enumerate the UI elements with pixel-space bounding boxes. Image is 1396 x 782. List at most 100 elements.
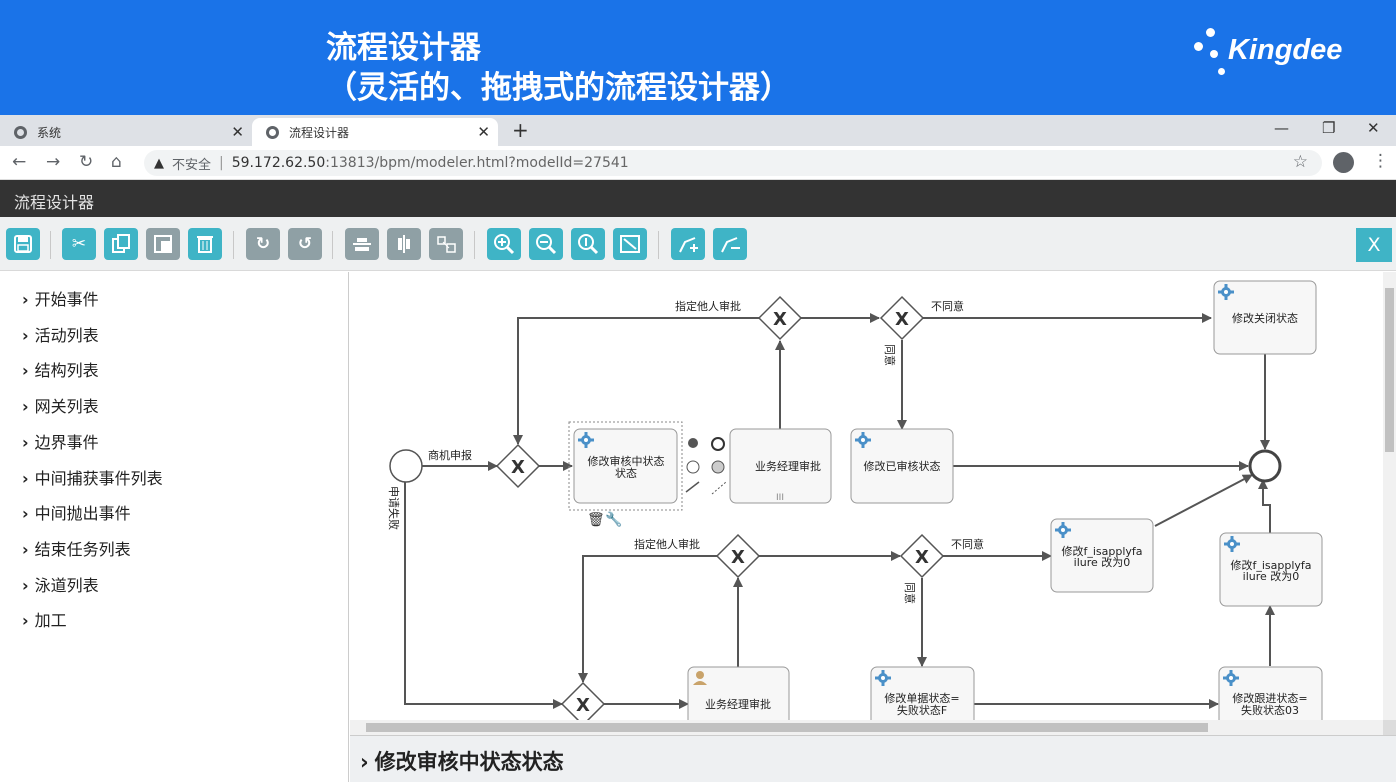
svg-text:X: X [895, 309, 909, 330]
undo-icon[interactable]: ↺ [288, 228, 322, 260]
add-bendpoint-icon[interactable] [671, 228, 705, 260]
trash-icon[interactable]: 🗑 [587, 512, 605, 528]
zoom-actual-icon[interactable] [571, 228, 605, 260]
task-modify-audited[interactable]: 修改已审核状态 [850, 428, 954, 504]
security-label: 不安全 [172, 157, 212, 173]
align-vertical-icon[interactable] [387, 228, 421, 260]
palette-label: 泳道列表 [34, 576, 99, 595]
palette-boundary-events[interactable]: ›边界事件 [22, 433, 99, 452]
svg-text:修改跟进状态=: 修改跟进状态= [1232, 691, 1307, 705]
svg-text:X: X [915, 547, 929, 568]
new-tab-button[interactable]: + [512, 118, 529, 142]
svg-text:X: X [576, 695, 590, 716]
flow-applyfailure2-to-end[interactable] [1258, 479, 1271, 534]
same-size-icon[interactable] [429, 228, 463, 260]
close-window-button[interactable]: ✕ [1367, 119, 1380, 137]
task-modify-applyfailure-2[interactable]: 修改f_isapplyfa ilure 改为0 [1219, 532, 1323, 607]
flow-assign-other-bottom[interactable] [578, 555, 717, 683]
palette-activities[interactable]: ›活动列表 [22, 326, 99, 345]
tab-label: 系统 [37, 125, 62, 140]
remove-bendpoint-icon[interactable] [713, 228, 747, 260]
properties-panel: ›修改审核中状态状态 [350, 735, 1396, 782]
profile-avatar-icon[interactable] [1333, 152, 1354, 173]
start-event[interactable] [389, 449, 423, 483]
task-modify-applyfailure-1[interactable]: 修改f_isapplyfa ilure 改为0 [1050, 518, 1154, 593]
end-event[interactable] [1248, 449, 1282, 483]
save-icon[interactable] [6, 228, 40, 260]
browser-menu-icon[interactable]: ⋮ [1372, 151, 1389, 171]
flow-assign-other-top[interactable] [513, 317, 759, 445]
delete-icon[interactable] [188, 228, 222, 260]
palette-sidebar: ›开始事件 ›活动列表 ›结构列表 ›网关列表 ›边界事件 ›中间捕获事件列表 … [0, 272, 349, 782]
back-arrow-icon[interactable]: ← [12, 152, 27, 172]
gateway-bottom-1[interactable]: X [715, 533, 761, 579]
gateway-bottom-2[interactable]: X [899, 533, 945, 579]
label-disagree-bottom: 不同意 [951, 537, 984, 551]
palette-label: 结束任务列表 [34, 540, 131, 559]
properties-title[interactable]: ›修改审核中状态状态 [360, 750, 564, 774]
url-host: 59.172.62.50 [231, 155, 326, 171]
close-tab-icon[interactable]: ✕ [477, 123, 490, 141]
task-business-manager-approve-bottom[interactable]: 业务经理审批 [687, 666, 790, 720]
svg-text:X: X [731, 547, 745, 568]
kingdee-logo: Kingdee [1192, 28, 1352, 80]
palette-label: 活动列表 [34, 326, 99, 345]
home-icon[interactable]: ⌂ [111, 152, 122, 172]
gateway-bottom-left[interactable]: X [560, 681, 606, 720]
tab-process-designer[interactable]: 流程设计器 ✕ [252, 118, 498, 146]
task-modify-closed[interactable]: 修改关闭状态 [1213, 280, 1317, 355]
selection-box [568, 421, 683, 511]
close-tab-icon[interactable]: ✕ [231, 123, 244, 141]
maximize-button[interactable]: ❐ [1322, 119, 1336, 137]
gateway-top-1[interactable]: X [757, 295, 803, 341]
reload-icon[interactable]: ↻ [79, 152, 94, 172]
zoom-out-icon[interactable] [529, 228, 563, 260]
forward-arrow-icon[interactable]: → [46, 152, 61, 172]
wrench-icon[interactable]: 🔧 [605, 510, 622, 528]
palette-label: 开始事件 [34, 290, 99, 309]
task-modify-audit-status[interactable]: 修改审核中状态 状态 [573, 428, 678, 504]
paste-icon[interactable] [146, 228, 180, 260]
palette-label: 边界事件 [34, 433, 99, 452]
svg-text:修改单据状态=: 修改单据状态= [884, 691, 959, 705]
presentation-banner: 流程设计器 （灵活的、拖拽式的流程设计器） Kingdee [0, 0, 1396, 115]
palette-intermediate-catch-events[interactable]: ›中间捕获事件列表 [22, 469, 163, 488]
gateway-top-2[interactable]: X [879, 295, 925, 341]
zoom-in-icon[interactable] [487, 228, 521, 260]
bookmark-star-icon[interactable]: ☆ [1292, 152, 1308, 172]
flow-applyfailure1-to-end[interactable] [1154, 474, 1253, 527]
palette-label: 结构列表 [34, 361, 99, 380]
gateway-main[interactable]: X [495, 443, 541, 489]
palette-start-events[interactable]: ›开始事件 [22, 290, 99, 309]
svg-text:业务经理审批: 业务经理审批 [705, 697, 771, 711]
task-business-manager-approve-top[interactable]: 业务经理审批 III [729, 428, 832, 504]
palette-end-events[interactable]: ›结束任务列表 [22, 540, 131, 559]
url-field[interactable]: ▲ 不安全 | 59.172.62.50 :13813/bpm/modeler.… [144, 150, 1322, 176]
redo-icon[interactable]: ↻ [246, 228, 280, 260]
svg-text:状态: 状态 [615, 466, 637, 480]
svg-text:ilure 改为0: ilure 改为0 [1243, 569, 1300, 583]
label-apply-failed: 申请失败 [387, 486, 401, 530]
zoom-fit-icon[interactable] [613, 228, 647, 260]
palette-swimlanes[interactable]: ›泳道列表 [22, 576, 99, 595]
copy-icon[interactable] [104, 228, 138, 260]
task-modify-doc-status[interactable]: 修改单据状态= 失败状态F [870, 666, 975, 720]
palette-intermediate-throw-events[interactable]: ›中间抛出事件 [22, 504, 131, 523]
tab-label: 流程设计器 [289, 125, 350, 140]
canvas-vertical-scrollbar[interactable] [1383, 272, 1396, 720]
minimize-button[interactable]: — [1274, 119, 1289, 137]
align-horizontal-icon[interactable] [345, 228, 379, 260]
canvas-horizontal-scrollbar[interactable] [350, 720, 1383, 735]
warning-icon: ▲ [154, 155, 164, 171]
flow-apply-failed[interactable] [404, 482, 563, 709]
palette-processing[interactable]: ›加工 [22, 611, 67, 630]
task-modify-followup-status[interactable]: 修改跟进状态= 失败状态03 [1218, 666, 1323, 720]
svg-text:失败状态F: 失败状态F [897, 703, 947, 717]
close-designer-button[interactable]: X [1356, 228, 1392, 262]
palette-structures[interactable]: ›结构列表 [22, 361, 99, 380]
diagram-canvas[interactable]: X X X X X X 修改审核中状态 状态 🗑 🔧 [350, 272, 1383, 720]
tab-system[interactable]: 系统 ✕ [0, 118, 252, 146]
palette-gateways[interactable]: ›网关列表 [22, 397, 99, 416]
browser-tab-strip: 系统 ✕ 流程设计器 ✕ + — ❐ ✕ [0, 115, 1396, 146]
cut-icon[interactable]: ✂ [62, 228, 96, 260]
